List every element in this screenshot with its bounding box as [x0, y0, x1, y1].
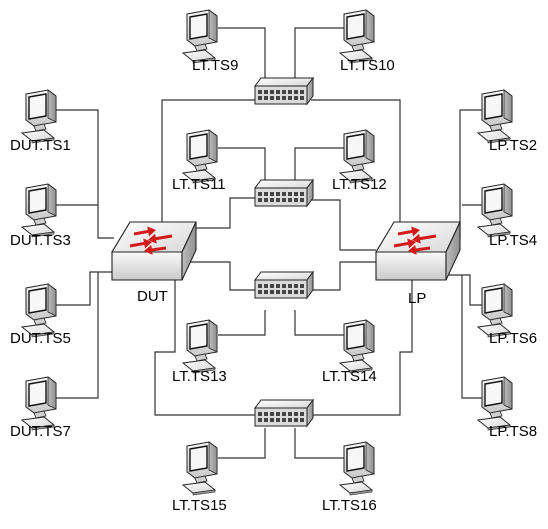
hub-top-hub-icon: [254, 76, 314, 106]
lt-ts13-computer-icon: [181, 319, 218, 374]
dut-ts3-computer-icon: [20, 183, 57, 238]
wire: [218, 428, 266, 459]
wire: [311, 268, 413, 416]
lt-ts9-label: LT.TS9: [192, 57, 239, 74]
lt-ts12-label: LT.TS12: [332, 176, 387, 193]
dut-ts5-computer-icon: [20, 283, 57, 338]
lp-switch-label: LP: [408, 290, 427, 307]
wire: [218, 27, 266, 80]
dut-ts3-label: DUT.TS3: [10, 232, 71, 249]
wire: [161, 99, 255, 235]
wire: [55, 271, 114, 306]
lp-ts2-label: LP.TS2: [489, 137, 538, 154]
hub-mid-upper-hub-icon: [254, 178, 314, 208]
lt-ts15-computer-icon: [181, 441, 218, 496]
dut-switch-icon: [111, 221, 197, 281]
lp-ts6-label: LP.TS6: [489, 330, 538, 347]
lt-ts12-computer-icon: [338, 129, 375, 184]
lt-ts14-label: LT.TS14: [322, 368, 377, 385]
lp-ts6-computer-icon: [476, 283, 513, 338]
hub-bottom-hub-icon: [254, 398, 314, 428]
lp-ts8-computer-icon: [476, 376, 513, 431]
lp-switch-icon: [375, 221, 461, 281]
wire: [55, 272, 99, 399]
wire: [311, 99, 401, 235]
lt-ts10-computer-icon: [338, 9, 375, 64]
dut-ts5-label: DUT.TS5: [10, 330, 71, 347]
lp-ts8-label: LP.TS8: [489, 423, 538, 440]
dut-ts1-computer-icon: [20, 89, 57, 144]
dut-ts1-label: DUT.TS1: [10, 137, 71, 154]
lt-ts16-computer-icon: [338, 441, 375, 496]
wire: [196, 261, 255, 291]
lt-ts15-label: LT.TS15: [172, 497, 227, 514]
lt-ts13-label: LT.TS13: [172, 368, 227, 385]
dut-ts7-label: DUT.TS7: [10, 423, 71, 440]
wire: [440, 274, 490, 306]
dut-ts7-computer-icon: [20, 376, 57, 431]
hub-mid-lower-hub-icon: [254, 270, 314, 300]
wire: [440, 109, 490, 239]
lt-ts14-computer-icon: [338, 319, 375, 374]
lp-ts4-label: LP.TS4: [489, 232, 538, 249]
wire: [311, 199, 376, 251]
lt-ts11-label: LT.TS11: [172, 176, 226, 193]
lt-ts11-computer-icon: [181, 129, 218, 184]
lt-ts10-label: LT.TS10: [340, 57, 395, 74]
lp-ts2-computer-icon: [476, 89, 513, 144]
wire: [311, 261, 376, 291]
lp-ts4-computer-icon: [476, 183, 513, 238]
wire: [461, 275, 490, 399]
lt-ts9-computer-icon: [181, 9, 218, 64]
wire: [55, 109, 114, 239]
wire: [196, 197, 255, 229]
lt-ts16-label: LT.TS16: [322, 497, 377, 514]
dut-switch-label: DUT: [137, 288, 168, 305]
wire: [218, 147, 266, 188]
devices: [20, 9, 513, 496]
wire: [218, 310, 266, 336]
